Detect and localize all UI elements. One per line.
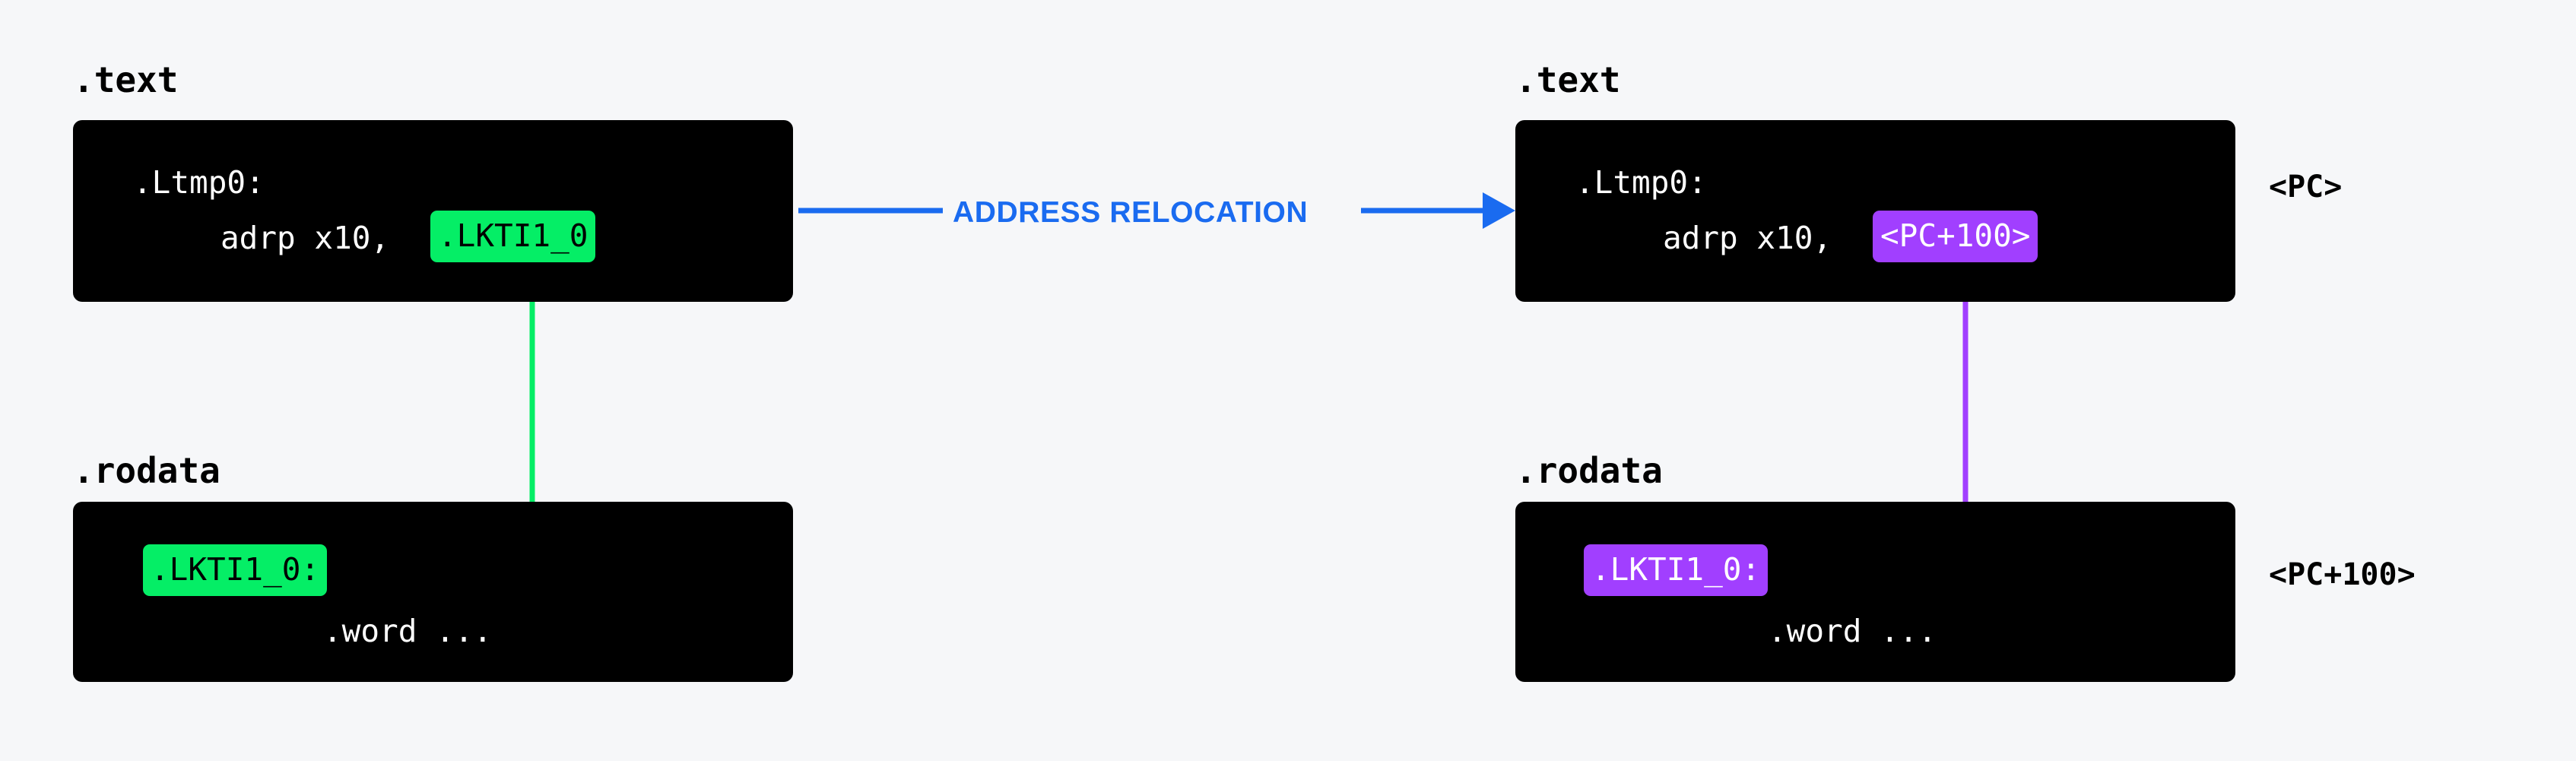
left-rodata-line-word: .word ...: [323, 613, 493, 649]
left-text-line-ltmp0: .Ltmp0:: [133, 164, 265, 201]
right-text-line-ltmp0: .Ltmp0:: [1575, 164, 1707, 201]
right-rodata-symbol-chip-lkti1-0[interactable]: .LKTI1_0:: [1584, 544, 1769, 596]
left-rodata-section-label: .rodata: [73, 450, 220, 491]
left-text-line-adrp: adrp x10,: [220, 220, 390, 256]
pc-annotation-rodata-section: <PC+100>: [2269, 557, 2416, 592]
right-text-section-label: .text: [1515, 59, 1621, 100]
relocation-arrowhead: [1483, 192, 1515, 229]
right-symbol-chip-pc-offset[interactable]: <PC+100>: [1873, 211, 2038, 262]
pc-annotation-text-section: <PC>: [2269, 170, 2343, 205]
relocation-label: ADDRESS RELOCATION: [953, 196, 1309, 229]
left-text-section-label: .text: [73, 59, 179, 100]
right-rodata-section-label: .rodata: [1515, 450, 1663, 491]
left-rodata-symbol-chip-lkti1-0[interactable]: .LKTI1_0:: [143, 544, 328, 596]
left-symbol-chip-lkti1-0[interactable]: .LKTI1_0: [430, 211, 596, 262]
right-text-line-adrp: adrp x10,: [1663, 220, 1832, 256]
right-rodata-line-word: .word ...: [1768, 613, 1937, 649]
